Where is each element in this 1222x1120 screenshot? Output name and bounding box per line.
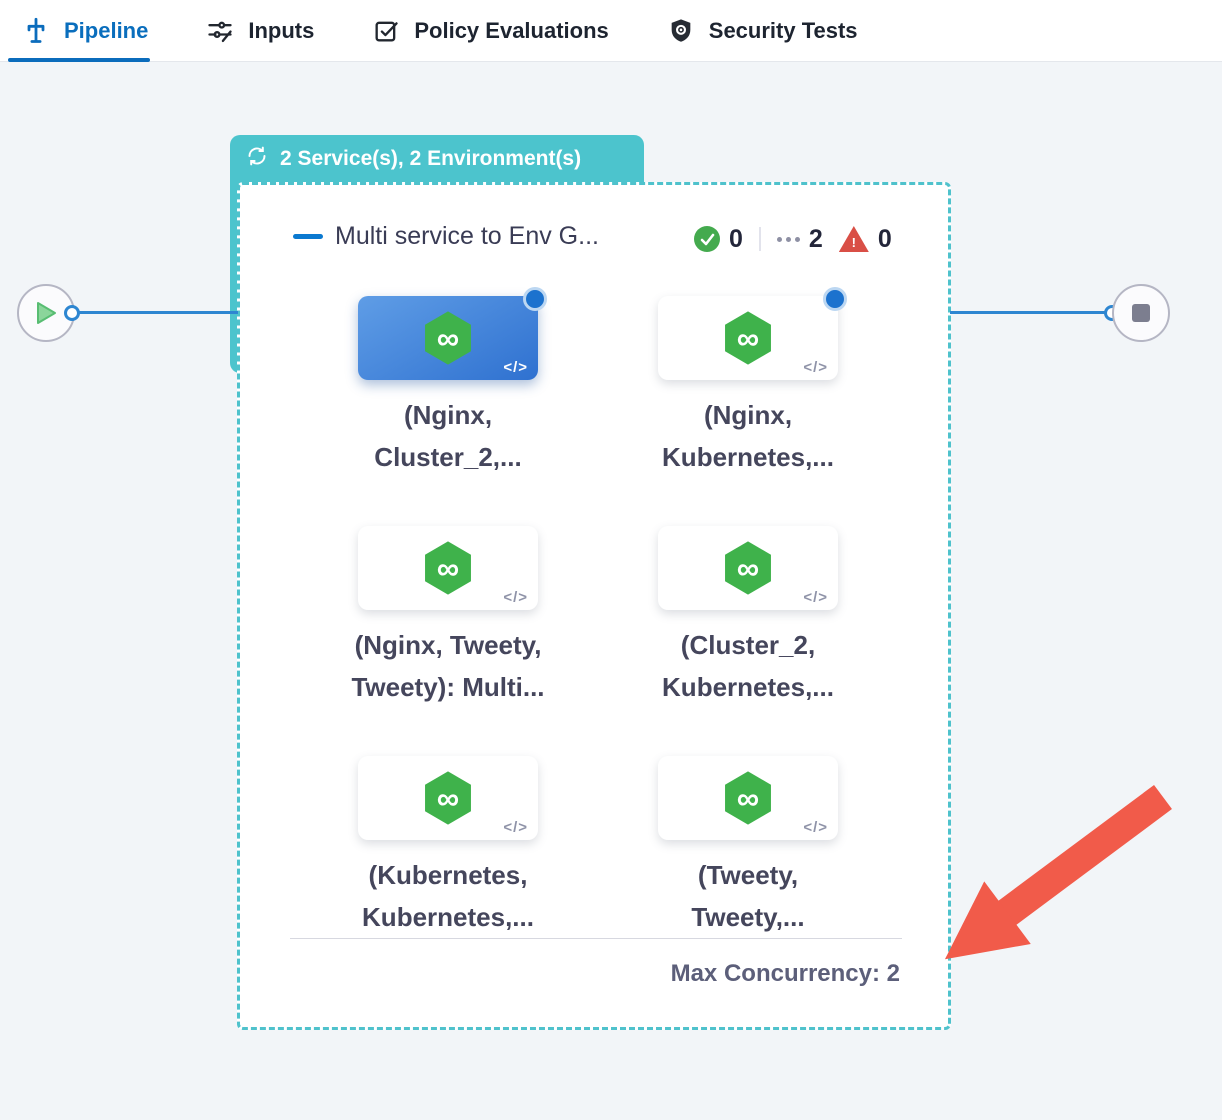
service-hexagon-icon: ∞ [725, 771, 771, 825]
code-icon: </> [803, 819, 828, 836]
status-separator [758, 227, 761, 251]
security-shield-icon [667, 17, 695, 45]
stage-card-kubernetes-kubernetes[interactable]: ∞ </> [358, 756, 538, 840]
pending-dots-icon [776, 236, 800, 242]
tab-inputs-label: Inputs [248, 17, 315, 43]
service-hexagon-icon: ∞ [425, 541, 471, 595]
service-hexagon-icon: ∞ [725, 541, 771, 595]
start-node-port [64, 305, 80, 321]
pending-count: 2 [776, 224, 823, 254]
stage-card-nginx-tweety[interactable]: ∞ </> [358, 526, 538, 610]
tab-policy-evaluations[interactable]: Policy Evaluations [364, 0, 616, 61]
code-icon: </> [803, 359, 828, 376]
group-footer-divider [290, 938, 902, 939]
service-hexagon-icon: ∞ [725, 311, 771, 365]
stage-label: (Kubernetes,Kubernetes,... [362, 860, 534, 932]
stage-card-cluster2-kubernetes[interactable]: ∞ </> [658, 526, 838, 610]
stage-label: (Tweety,Tweety,... [691, 860, 805, 932]
tab-policy-evaluations-label: Policy Evaluations [414, 17, 609, 43]
selected-indicator [823, 287, 847, 311]
selected-indicator [523, 287, 547, 311]
stage-group-title: Multi service to Env G... [335, 222, 599, 250]
svg-text:∞: ∞ [437, 321, 459, 356]
svg-text:∞: ∞ [737, 551, 759, 586]
pipeline-end-node[interactable] [1112, 284, 1170, 342]
svg-text:∞: ∞ [437, 781, 459, 816]
pipeline-icon [22, 17, 50, 45]
stage-label: (Nginx,Cluster_2,... [374, 400, 522, 472]
policy-check-icon [372, 17, 400, 45]
loop-icon [245, 144, 269, 174]
svg-text:∞: ∞ [737, 781, 759, 816]
stage-card-tweety-tweety[interactable]: ∞ </> [658, 756, 838, 840]
code-icon: </> [503, 589, 528, 606]
service-hexagon-icon: ∞ [425, 311, 471, 365]
code-icon: </> [503, 359, 528, 376]
failed-count-value: 0 [877, 224, 892, 253]
success-count: 0 [694, 225, 743, 254]
stage-label: (Cluster_2,Kubernetes,... [662, 630, 834, 702]
stage-label: (Nginx,Kubernetes,... [662, 400, 834, 472]
success-count-value: 0 [729, 224, 743, 253]
tab-pipeline-label: Pipeline [64, 17, 149, 43]
stage-label: (Nginx, Tweety,Tweety): Multi... [351, 630, 545, 702]
tab-security-tests-label: Security Tests [708, 17, 858, 43]
top-tab-bar: Pipeline Inputs Policy Evaluations [0, 0, 1222, 62]
stage-card-nginx-kubernetes[interactable]: ∞ </> [658, 287, 847, 380]
svg-text:∞: ∞ [737, 321, 759, 356]
tab-inputs[interactable]: Inputs [198, 0, 322, 61]
collapse-group-control[interactable] [293, 234, 323, 239]
edge-start-to-group [72, 311, 238, 314]
failed-count: ! 0 [838, 224, 892, 254]
stage-card-nginx-cluster2[interactable]: ∞ </> [358, 287, 547, 380]
edge-group-to-end [950, 311, 1112, 314]
tab-security-tests[interactable]: Security Tests [659, 0, 866, 61]
stage-group-badge-label: 2 Service(s), 2 Environment(s) [280, 146, 582, 170]
stage-group-badge[interactable]: 2 Service(s), 2 Environment(s) [230, 135, 644, 182]
tab-pipeline[interactable]: Pipeline [7, 0, 156, 62]
play-icon [37, 302, 56, 324]
svg-text:∞: ∞ [437, 551, 459, 586]
inputs-icon [206, 17, 234, 45]
success-check-icon [694, 226, 720, 252]
service-hexagon-icon: ∞ [425, 771, 471, 825]
pending-count-value: 2 [808, 224, 823, 253]
code-icon: </> [503, 819, 528, 836]
stop-icon [1132, 304, 1150, 322]
stage-status-summary: 0 2 ! 0 [694, 222, 892, 256]
code-icon: </> [803, 589, 828, 606]
warning-triangle-icon: ! [838, 226, 869, 252]
max-concurrency-label: Max Concurrency: 2 [670, 960, 900, 987]
